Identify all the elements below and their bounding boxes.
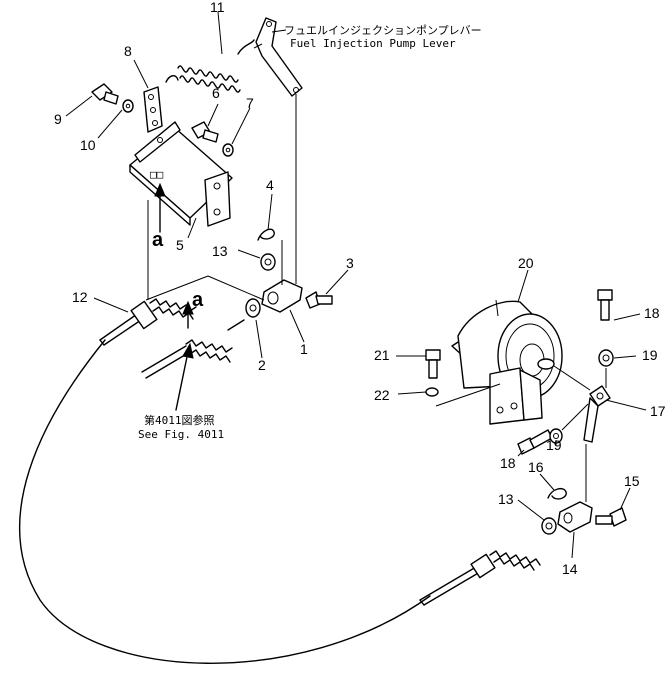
bolt-21 [425,349,441,379]
callout-11: 11 [210,0,225,15]
joint-14 [557,501,593,533]
pump-lever-label-jp: フュエルインジェクションポンプレバー [284,24,482,37]
callout-13-upper: 13 [212,243,228,259]
washer-22 [425,387,439,397]
callout-16: 16 [528,459,544,475]
view-arrow-a-2 [182,300,194,329]
return-spring [165,39,255,93]
callout-1: 1 [300,341,308,357]
fuel-injection-pump-lever [255,17,303,97]
callout-4: 4 [266,177,274,193]
view-marker-a-2: a [192,289,204,311]
callout-12: 12 [72,289,88,305]
callout-2: 2 [258,357,266,373]
callout-17: 17 [650,403,666,419]
callout-14: 14 [562,561,578,577]
callout-10: 10 [80,137,96,153]
callout-15: 15 [624,473,640,489]
threaded-rod [141,319,245,379]
cable-end-upper [99,298,197,346]
view-marker-a-1: a [152,229,164,251]
motor-lever [553,365,611,443]
nut-13-upper [260,253,276,271]
callout-8: 8 [124,43,132,59]
bolt-3 [305,291,333,309]
stop-motor [451,299,563,425]
washer-7 [222,143,234,157]
plate [143,86,163,133]
callout-18-lower: 18 [500,455,516,471]
callout-6: 6 [212,85,220,101]
bolt-18-upper [597,289,613,321]
bracket: □□ [129,121,233,227]
bolt-15 [595,507,627,527]
callout-18-upper: 18 [644,305,660,321]
joint-1 [261,279,303,313]
pump-lever-label-en: Fuel Injection Pump Lever [290,37,456,50]
nut-2 [245,298,261,318]
callout-3: 3 [346,255,354,271]
bolt-6 [191,121,219,143]
reference-label-en: See Fig. 4011 [138,428,224,441]
callout-19-upper: 19 [642,347,658,363]
callout-19-lower: 19 [546,437,562,453]
reference-arrow [175,342,194,411]
callout-21: 21 [374,347,390,363]
callout-13-lower: 13 [498,491,514,507]
cable-end-lower [470,550,541,579]
cotter-pin-4 [257,228,275,241]
nut-13-lower [541,517,557,535]
callout-22: 22 [374,387,390,403]
callout-5: 5 [176,237,184,253]
callout-20: 20 [518,255,534,271]
callout-7: 7 [246,95,254,111]
bolt-9 [91,83,119,105]
reference-label-jp: 第4011図参照 [144,413,215,427]
view-arrow-a-1 [154,182,166,233]
nut-19-upper [598,349,614,367]
callout-9: 9 [54,111,62,127]
svg-text:□□: □□ [150,168,164,181]
control-cable [18,339,431,664]
washer-10 [122,99,134,113]
cotter-pin-16 [547,487,567,500]
callout-leaders [65,11,647,559]
cable-sleeve-lower [419,566,477,601]
